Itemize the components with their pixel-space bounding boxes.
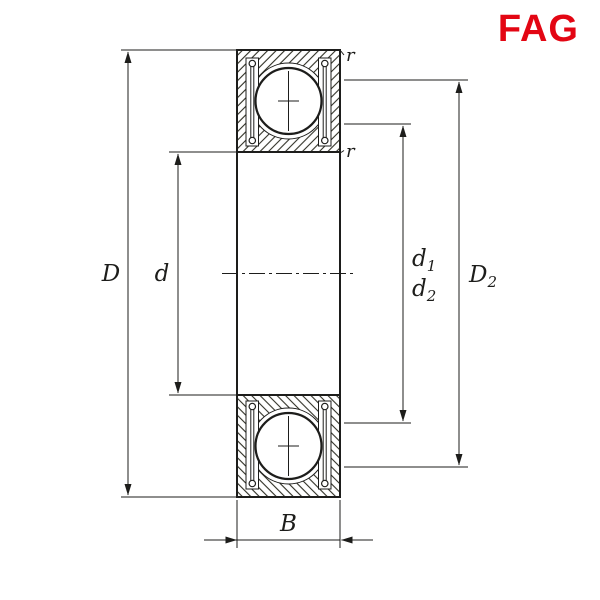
- label-d1: d1: [412, 246, 436, 275]
- label-B: B: [279, 511, 297, 537]
- dimension-corner-radius-outer: r: [340, 45, 356, 66]
- label-D2: D2: [468, 262, 497, 291]
- bearing-section: [222, 49, 356, 499]
- dimension-recess-diameter-D2: D2: [344, 79, 497, 468]
- dimension-shield-diameters-d1-d2: d1 d2: [344, 123, 436, 424]
- label-d: d: [155, 261, 170, 287]
- dimension-corner-radius-inner: r: [340, 141, 356, 162]
- leader-line: [340, 150, 345, 153]
- dimension-bore-diameter-d: d: [155, 151, 237, 396]
- shield-right: [320, 59, 329, 145]
- shield-left: [248, 59, 257, 145]
- dimension-width-B: B: [204, 500, 373, 548]
- bottom-ring-assembly: [235, 393, 342, 499]
- fag-logo: FAG: [498, 8, 579, 50]
- label-d2: d2: [412, 276, 436, 305]
- label-D: D: [101, 261, 120, 287]
- label-r-inner: r: [346, 141, 356, 162]
- leader-line: [340, 50, 345, 56]
- label-r-outer: r: [346, 45, 356, 66]
- ring-outline: [236, 49, 341, 153]
- top-ring-assembly: [236, 49, 341, 153]
- dimension-outer-diameter-D: D: [101, 49, 237, 498]
- ball-center-mark: [278, 71, 299, 131]
- dimensions: D d d1 d2 D2: [101, 45, 497, 548]
